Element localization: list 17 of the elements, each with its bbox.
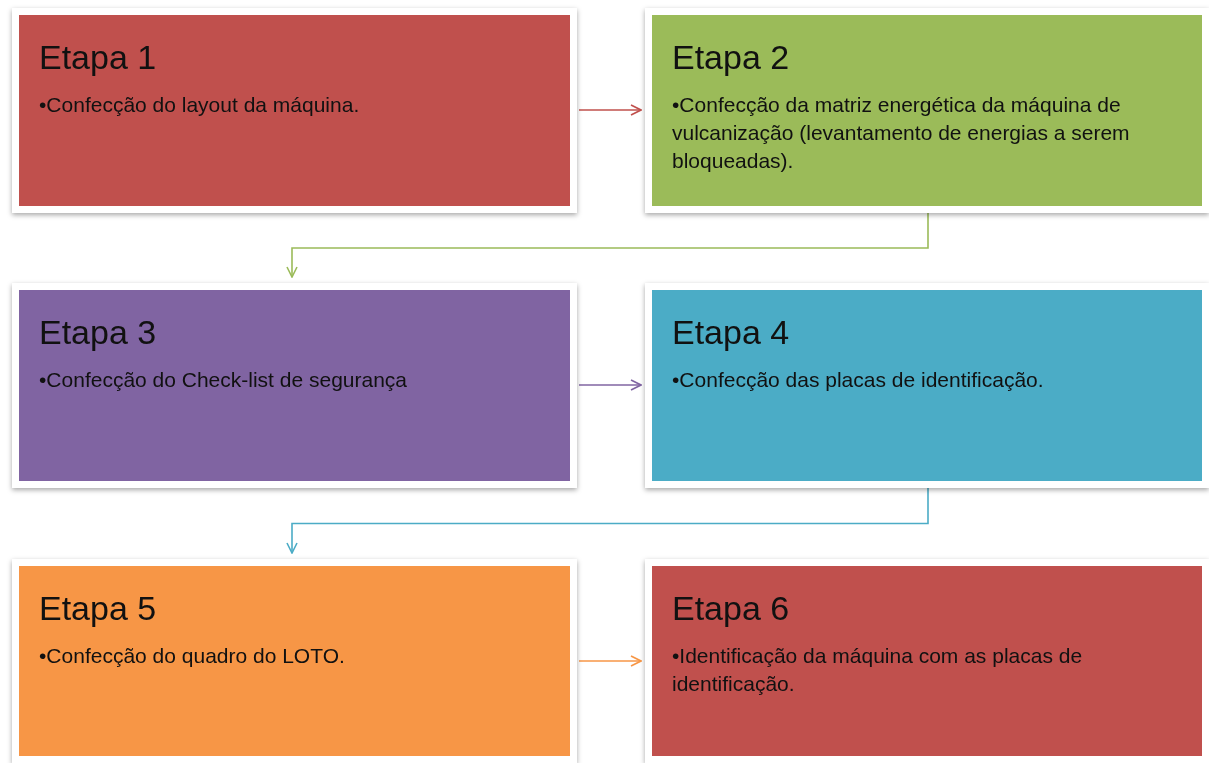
step-heading: Etapa 2 [672, 37, 790, 77]
step-description: •Confecção do quadro do LOTO. [39, 643, 346, 669]
arrow [578, 655, 642, 667]
step-description: •Confecção da matriz energética da máquina de vulcanização (levantamento de energias a serem bloqueadas). [672, 92, 1131, 174]
step-description: •Confecção das placas de identificação. [672, 367, 1045, 393]
arrow [578, 379, 642, 391]
step-description: •Identificação da máquina com as placas de identificação. [672, 643, 1084, 697]
arrow [286, 487, 929, 554]
arrow [286, 212, 929, 278]
step-heading: Etapa 5 [39, 588, 157, 628]
step-heading: Etapa 6 [672, 588, 790, 628]
step-description: •Confecção do Check-list de segurança [39, 367, 409, 393]
arrow [578, 104, 642, 116]
step-heading: Etapa 1 [39, 37, 157, 77]
step-heading: Etapa 3 [39, 312, 157, 352]
step-description: •Confecção do layout da máquina. [39, 92, 361, 118]
step-heading: Etapa 4 [672, 312, 790, 352]
